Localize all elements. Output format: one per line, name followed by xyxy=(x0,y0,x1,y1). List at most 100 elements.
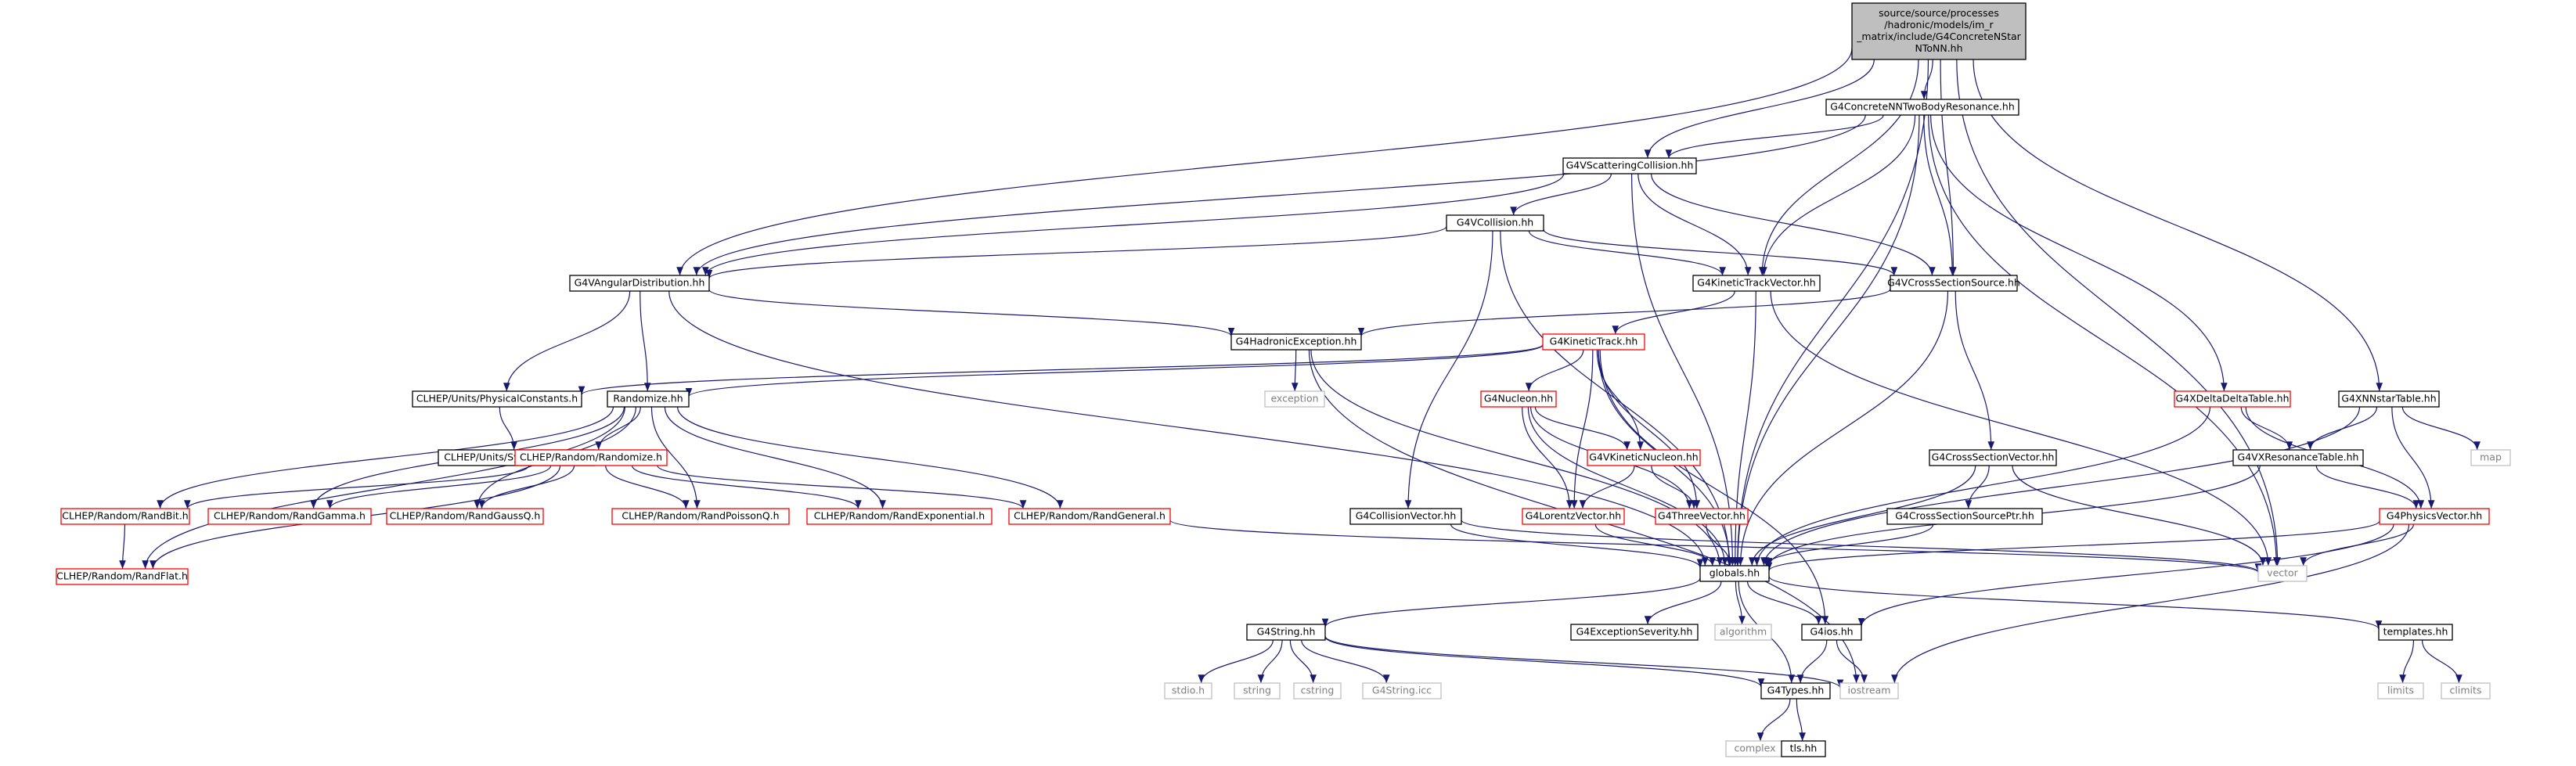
node-globals[interactable]: globals.hh xyxy=(1699,565,1770,582)
edge-g4collisionvector-to-globals xyxy=(1450,523,1704,568)
node-label: G4KineticTrack.hh xyxy=(1550,336,1638,347)
node-label: G4XNNstarTable.hh xyxy=(2341,393,2436,405)
node-label: G4String.icc xyxy=(1372,685,1432,696)
dependency-edges xyxy=(119,48,2481,742)
node-label: G4VKineticNucleon.hh xyxy=(1589,451,1698,463)
node-box xyxy=(2377,682,2424,699)
node-root[interactable]: source/source/processes/hadronic/models/… xyxy=(1851,2,2027,60)
node-g4nucleon[interactable]: G4Nucleon.hh xyxy=(1480,390,1557,408)
edge-g4kinetictrack-to-g4nucleon xyxy=(1525,349,1584,392)
node-randgaussq[interactable]: CLHEP/Random/RandGaussQ.h xyxy=(386,508,544,525)
edge-g4kinetictrack-to-g4ios xyxy=(1599,349,1829,625)
node-label: G4LorentzVector.hh xyxy=(1526,510,1621,522)
edge-g4vcrosssectionsource-to-g4hadronicexception xyxy=(1357,288,1891,337)
node-g4hadronicexception[interactable]: G4HadronicException.hh xyxy=(1230,333,1362,351)
node-label: CLHEP/Random/Randomize.h xyxy=(520,451,662,463)
node-box xyxy=(1446,214,1544,232)
node-g4vxresonancetable[interactable]: G4VXResonanceTable.hh xyxy=(2232,449,2364,466)
node-g4kinetictrackvector[interactable]: G4KineticTrackVector.hh xyxy=(1692,275,1821,292)
node-g4kinetictrack[interactable]: G4KineticTrack.hh xyxy=(1542,333,1645,351)
node-g4vkineticnucleon[interactable]: G4VKineticNucleon.hh xyxy=(1587,449,1701,466)
node-g4concretenntwobody[interactable]: G4ConcreteNNTwoBodyResonance.hh xyxy=(1825,99,2019,116)
edge-clhep_randomize-to-randbit xyxy=(184,465,530,509)
node-box xyxy=(1008,508,1171,525)
node-randflat[interactable]: CLHEP/Random/RandFlat.h xyxy=(56,568,189,585)
node-box xyxy=(2378,624,2453,641)
edge-clhep_physconst-to-clhep_sysunits xyxy=(499,406,517,451)
node-box xyxy=(806,508,993,525)
node-randomize[interactable]: Randomize.hh xyxy=(607,390,690,408)
node-g4exceptionseverity[interactable]: G4ExceptionSeverity.hh xyxy=(1570,624,1699,641)
node-g4threevector[interactable]: G4ThreeVector.hh xyxy=(1655,508,1749,525)
node-g4ios[interactable]: G4ios.hh xyxy=(1801,624,1862,641)
edge-g4vscattering-to-g4vangular xyxy=(702,173,1565,276)
edge-g4vangular-to-globals xyxy=(668,290,1709,566)
node-g4crosssectionvector[interactable]: G4CrossSectionVector.hh xyxy=(1929,449,2057,466)
node-g4string[interactable]: G4String.hh xyxy=(1246,624,1326,641)
node-g4xdeltadeltatable[interactable]: G4XDeltaDeltaTable.hh xyxy=(2174,390,2291,408)
node-g4vcrosssectionsource[interactable]: G4VCrossSectionSource.hh xyxy=(1887,275,2020,292)
edge-g4vscattering-to-g4kinetictrackvector xyxy=(1637,173,1752,276)
node-clhep_physconst[interactable]: CLHEP/Units/PhysicalConstants.h xyxy=(412,390,582,408)
edge-root-to-g4vcrosssectionsource xyxy=(1940,59,1957,276)
edge-globals-to-templates xyxy=(1768,576,2383,630)
node-box xyxy=(56,568,189,585)
node-label: CLHEP/Random/RandFlat.h xyxy=(56,570,188,582)
node-box xyxy=(1929,449,2057,466)
node-box xyxy=(1851,2,2027,60)
edge-g4crosssectionvector-to-vector xyxy=(2012,465,2267,566)
edge-g4string-to-stdio xyxy=(1198,639,1274,684)
edge-g4kinetictrack-to-randomize xyxy=(686,344,1544,397)
edge-g4ios-to-iostream xyxy=(1836,639,1868,684)
node-randgeneral[interactable]: CLHEP/Random/RandGeneral.h xyxy=(1008,508,1171,525)
node-label: CLHEP/Random/RandGeneral.h xyxy=(1014,510,1166,522)
node-clhep_randomize[interactable]: CLHEP/Random/Randomize.h xyxy=(514,449,668,466)
edge-randomize-to-clhep_randomize xyxy=(595,406,641,451)
node-label: G4ios.hh xyxy=(1810,626,1853,638)
edge-clhep_randomize-to-randpoissonq xyxy=(605,465,690,509)
node-box xyxy=(607,390,690,408)
node-label: stdio.h xyxy=(1172,685,1205,696)
node-label: limits xyxy=(2387,685,2414,696)
node-box xyxy=(1839,682,1899,699)
edge-g4xnnstartable-to-globals xyxy=(1760,406,2361,566)
node-g4collisionvector[interactable]: G4CollisionVector.hh xyxy=(1349,508,1462,525)
edge-randomize-to-randexponential xyxy=(664,406,886,509)
edge-g4string-to-g4stringicc xyxy=(1301,639,1390,684)
edge-g4nucleon-to-globals xyxy=(1527,406,1728,566)
node-g4crosssectionsourceptr[interactable]: G4CrossSectionSourcePtr.hh xyxy=(1886,508,2043,525)
edge-g4types-to-complex xyxy=(1756,698,1791,742)
node-tls[interactable]: tls.hh xyxy=(1781,740,1826,757)
node-box xyxy=(2470,449,2511,466)
node-randexponential[interactable]: CLHEP/Random/RandExponential.h xyxy=(806,508,993,525)
edge-g4xdeltadeltatable-to-g4vxresonancetable xyxy=(2240,406,2293,451)
node-g4vscattering[interactable]: G4VScatteringCollision.hh xyxy=(1562,157,1697,174)
node-randpoissonq[interactable]: CLHEP/Random/RandPoissonQ.h xyxy=(611,508,790,525)
edge-g4xdeltadeltatable-to-globals xyxy=(1753,406,2211,566)
node-label: string xyxy=(1243,685,1271,696)
node-randbit[interactable]: CLHEP/Random/RandBit.h xyxy=(60,508,190,525)
node-g4stringicc: G4String.icc xyxy=(1362,682,1442,699)
node-label: NToNN.hh xyxy=(1915,42,1962,54)
edge-g4concretenntwobody-to-g4kinetictrackvector xyxy=(1760,114,1916,276)
node-g4vcollision[interactable]: G4VCollision.hh xyxy=(1446,214,1544,232)
edge-globals-to-algorithm xyxy=(1735,581,1746,625)
edge-g4ios-to-g4types xyxy=(1796,639,1828,684)
node-label: G4ExceptionSeverity.hh xyxy=(1576,626,1693,638)
node-g4vangular[interactable]: G4VAngularDistribution.hh xyxy=(569,275,710,292)
node-g4types[interactable]: G4Types.hh xyxy=(1760,682,1831,699)
node-box xyxy=(2338,390,2440,408)
node-box xyxy=(1760,682,1831,699)
node-g4lorentzvector[interactable]: G4LorentzVector.hh xyxy=(1522,508,1625,525)
node-box xyxy=(1570,624,1699,641)
node-box xyxy=(2441,682,2491,699)
node-g4physicsvector[interactable]: G4PhysicsVector.hh xyxy=(2379,508,2490,525)
node-g4xnnstartable[interactable]: G4XNNstarTable.hh xyxy=(2338,390,2440,408)
node-label: complex xyxy=(1735,743,1776,754)
edge-root-to-g4vscattering xyxy=(1644,59,1875,159)
node-templates[interactable]: templates.hh xyxy=(2378,624,2453,641)
edge-templates-to-climits xyxy=(2421,639,2463,684)
edge-g4vangular-to-randomize xyxy=(639,290,651,392)
node-randgamma[interactable]: CLHEP/Random/RandGamma.h xyxy=(207,508,372,525)
